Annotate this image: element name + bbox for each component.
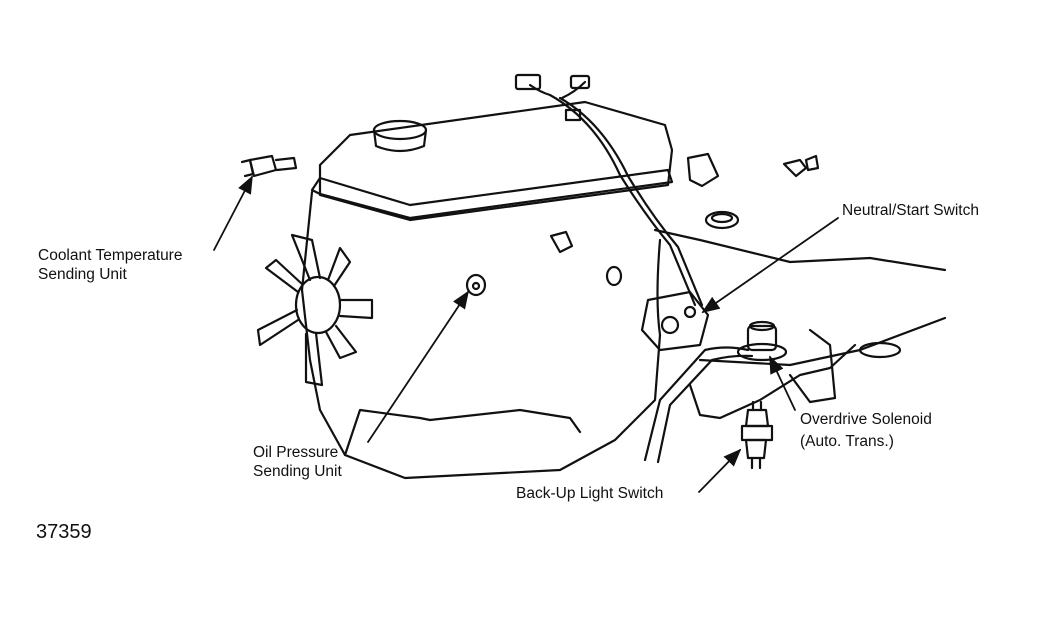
engine-block bbox=[300, 100, 674, 480]
transmission bbox=[653, 228, 947, 420]
arrow-oil-pressure bbox=[367, 290, 469, 443]
oil-filler-cap bbox=[372, 119, 428, 153]
wiring-harness bbox=[528, 80, 704, 307]
connectors bbox=[240, 73, 820, 287]
coolant-label-line2: Sending Unit bbox=[38, 266, 127, 283]
arrow-overdrive bbox=[769, 355, 796, 411]
overdrive-label-line1: Overdrive Solenoid bbox=[800, 411, 932, 428]
oil-pressure-sending-unit bbox=[465, 273, 487, 297]
backup-light-switch bbox=[740, 400, 774, 470]
leader-arrows bbox=[213, 175, 839, 493]
neutral-start-label: Neutral/Start Switch bbox=[842, 202, 979, 219]
arrow-coolant bbox=[213, 175, 253, 251]
backup-light-label: Back-Up Light Switch bbox=[516, 485, 664, 502]
neutral-start-switch bbox=[640, 290, 710, 352]
figure-number: 37359 bbox=[36, 521, 92, 543]
coolant-label-line1: Coolant Temperature bbox=[38, 247, 183, 264]
arrow-neutral-start bbox=[701, 217, 839, 314]
oil-pressure-label-line2: Sending Unit bbox=[253, 463, 342, 480]
oil-pressure-label-line1: Oil Pressure bbox=[253, 444, 339, 461]
arrow-backup bbox=[698, 448, 742, 493]
cooling-fan bbox=[256, 233, 374, 387]
overdrive-label-line2: (Auto. Trans.) bbox=[800, 433, 894, 450]
overdrive-solenoid bbox=[643, 320, 788, 464]
